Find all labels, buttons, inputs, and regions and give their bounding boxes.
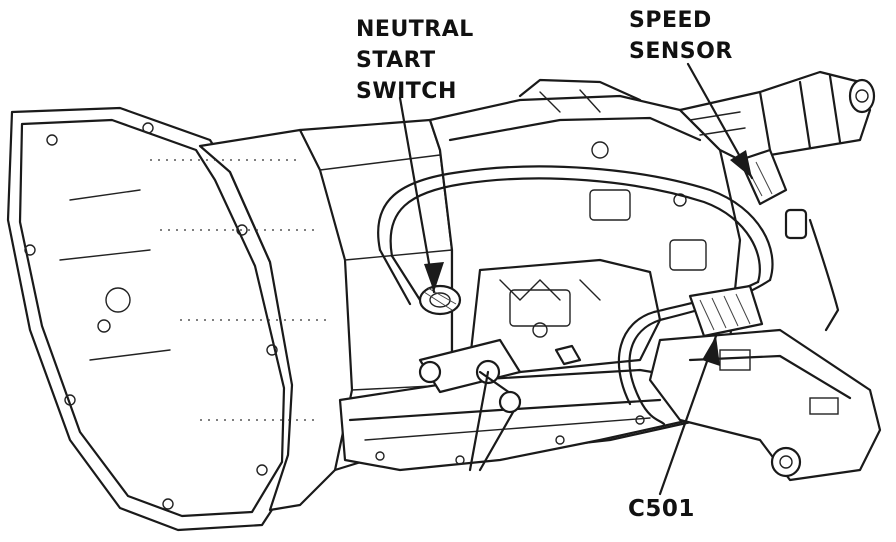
transmission-pan [338, 368, 702, 472]
speed-label-line-2: SENSOR [629, 39, 733, 64]
c501-connector-label: C501 [628, 496, 695, 522]
neutral-start-switch-leader [398, 96, 436, 294]
neutral-label-line-3: SWITCH [356, 79, 457, 104]
crossmember [648, 328, 882, 482]
extension-housing [678, 70, 876, 162]
speed-sensor [738, 148, 808, 240]
speed-sensor-arrow [730, 150, 752, 178]
shift-linkage [418, 338, 582, 472]
speed-sensor-label: SPEED SENSOR [629, 5, 733, 67]
neutral-label-line-1: NEUTRAL [356, 17, 474, 42]
neutral-start-switch-arrow [424, 262, 444, 292]
wiring-harness [377, 165, 840, 426]
leader-lines [398, 62, 754, 496]
c501-leader [658, 334, 718, 496]
neutral-start-switch-label: NEUTRAL START SWITCH [356, 14, 474, 107]
neutral-label-line-2: START [356, 48, 436, 73]
c501-arrow [702, 336, 720, 366]
c501-connector [688, 284, 764, 338]
speed-label-line-1: SPEED [629, 8, 712, 33]
neutral-start-switch [418, 284, 462, 316]
